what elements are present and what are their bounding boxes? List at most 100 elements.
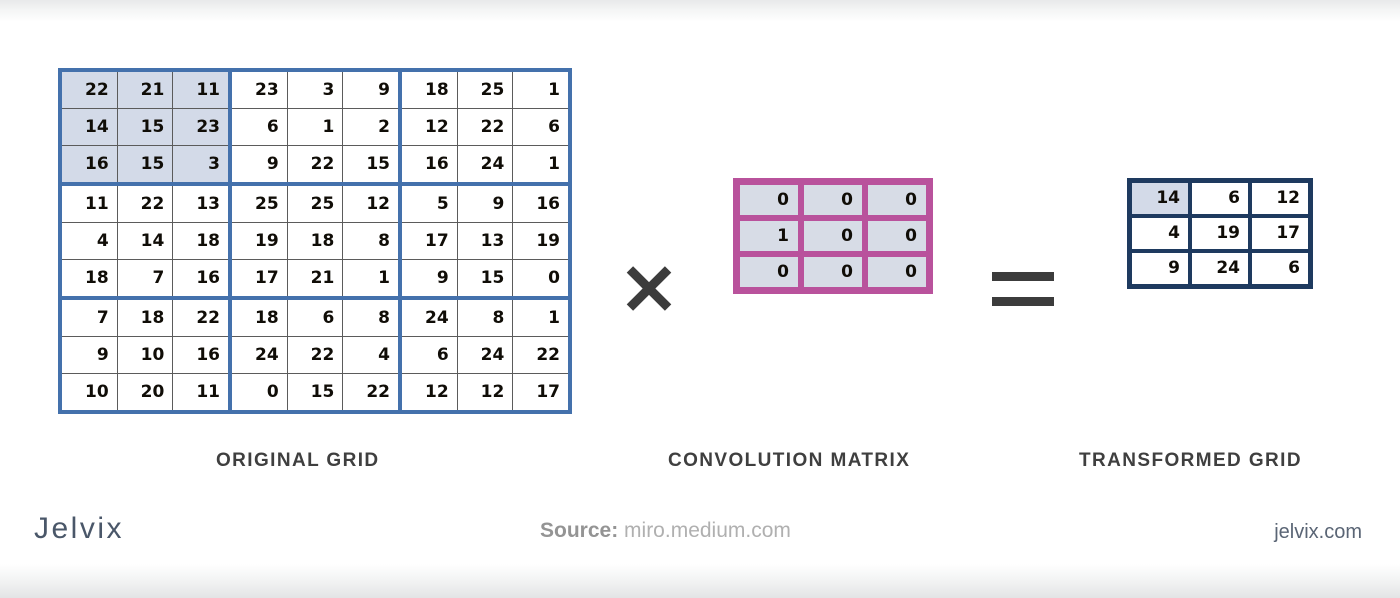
convolution-matrix-cell: 0 bbox=[868, 221, 926, 251]
original-grid-cell: 22 bbox=[117, 186, 173, 222]
convolution-matrix-cell: 0 bbox=[804, 185, 862, 215]
source-value: miro.medium.com bbox=[624, 519, 791, 542]
original-grid-cell: 16 bbox=[402, 146, 457, 182]
original-grid-cell: 14 bbox=[117, 223, 173, 259]
original-grid-cell: 22 bbox=[287, 146, 343, 182]
original-grid-cell: 1 bbox=[513, 146, 568, 182]
original-grid-cell: 18 bbox=[117, 300, 173, 336]
original-grid-cell: 19 bbox=[513, 223, 568, 259]
original-grid-cell: 16 bbox=[62, 146, 117, 182]
original-grid-cell: 15 bbox=[287, 374, 343, 410]
original-grid-cell: 22 bbox=[513, 337, 568, 373]
original-grid-cell: 15 bbox=[343, 146, 398, 182]
original-grid-cell: 9 bbox=[62, 337, 117, 373]
original-grid-cell: 21 bbox=[287, 260, 343, 296]
original-grid-cell: 18 bbox=[232, 300, 287, 336]
caption-convolution-matrix: CONVOLUTION MATRIX bbox=[668, 450, 911, 471]
original-grid-cell: 25 bbox=[457, 72, 513, 108]
transformed-grid-cell: 24 bbox=[1192, 253, 1248, 284]
bottom-edge-gradient bbox=[0, 564, 1400, 598]
transformed-grid-cell: 12 bbox=[1252, 183, 1308, 214]
original-grid-cell: 15 bbox=[457, 260, 513, 296]
original-grid-cell: 7 bbox=[117, 260, 173, 296]
original-grid-cell: 8 bbox=[457, 300, 513, 336]
original-grid-cell: 18 bbox=[62, 260, 117, 296]
site-url: jelvix.com bbox=[1274, 521, 1362, 543]
original-grid-cell: 12 bbox=[457, 374, 513, 410]
original-grid-cell: 9 bbox=[402, 260, 457, 296]
original-grid-cell: 22 bbox=[173, 300, 228, 336]
original-grid-cell: 24 bbox=[232, 337, 287, 373]
original-grid-cell: 18 bbox=[287, 223, 343, 259]
original-grid-cell: 11 bbox=[173, 374, 228, 410]
original-grid-cell: 9 bbox=[457, 186, 513, 222]
jelvix-logo: Jelvix bbox=[34, 512, 125, 545]
transformed-grid-cell: 17 bbox=[1252, 218, 1308, 249]
convolution-matrix-cell: 0 bbox=[740, 257, 798, 287]
original-grid-cell: 24 bbox=[402, 300, 457, 336]
original-grid-cell: 19 bbox=[232, 223, 287, 259]
original-grid-cell: 11 bbox=[173, 72, 228, 108]
original-grid-cell: 1 bbox=[287, 109, 343, 145]
caption-original-grid: ORIGINAL GRID bbox=[216, 450, 380, 471]
original-grid-cell: 17 bbox=[513, 374, 568, 410]
original-grid-cell: 6 bbox=[513, 109, 568, 145]
original-grid-cell: 22 bbox=[62, 72, 117, 108]
convolution-matrix-cell: 0 bbox=[868, 185, 926, 215]
original-grid-cell: 23 bbox=[232, 72, 287, 108]
original-grid-cell: 0 bbox=[232, 374, 287, 410]
original-grid-cell: 17 bbox=[402, 223, 457, 259]
original-grid-cell: 25 bbox=[287, 186, 343, 222]
original-grid-cell: 5 bbox=[402, 186, 457, 222]
original-grid-cell: 25 bbox=[232, 186, 287, 222]
original-grid-cell: 23 bbox=[173, 109, 228, 145]
original-grid-cell: 12 bbox=[402, 374, 457, 410]
original-grid-cell: 22 bbox=[457, 109, 513, 145]
original-grid-cell: 3 bbox=[287, 72, 343, 108]
original-grid-cell: 12 bbox=[343, 186, 398, 222]
original-grid-cell: 1 bbox=[513, 72, 568, 108]
original-grid-cell: 24 bbox=[457, 337, 513, 373]
transformed-grid-cell: 19 bbox=[1192, 218, 1248, 249]
equals-icon bbox=[992, 272, 1054, 306]
original-grid-cell: 22 bbox=[287, 337, 343, 373]
convolution-matrix-cell: 0 bbox=[868, 257, 926, 287]
footer: Jelvix Source: miro.medium.com jelvix.co… bbox=[0, 512, 1400, 562]
original-grid-cell: 2 bbox=[343, 109, 398, 145]
original-grid-cell: 17 bbox=[232, 260, 287, 296]
transformed-grid-cell: 9 bbox=[1132, 253, 1188, 284]
top-edge-gradient bbox=[0, 0, 1400, 22]
original-grid-cell: 9 bbox=[232, 146, 287, 182]
convolution-matrix-cell: 0 bbox=[804, 221, 862, 251]
original-grid-cell: 11 bbox=[62, 186, 117, 222]
original-grid-cell: 1 bbox=[343, 260, 398, 296]
transformed-grid-cell: 6 bbox=[1192, 183, 1248, 214]
original-grid-cell: 4 bbox=[62, 223, 117, 259]
original-grid-cell: 9 bbox=[343, 72, 398, 108]
transformed-grid-cell: 6 bbox=[1252, 253, 1308, 284]
original-grid-cell: 10 bbox=[62, 374, 117, 410]
convolution-matrix-cell: 0 bbox=[740, 185, 798, 215]
original-grid-cell: 18 bbox=[173, 223, 228, 259]
source-attribution: Source: miro.medium.com bbox=[540, 519, 791, 543]
original-grid-cell: 0 bbox=[513, 260, 568, 296]
caption-transformed-grid: TRANSFORMED GRID bbox=[1079, 450, 1302, 471]
multiply-icon bbox=[618, 256, 680, 318]
original-grid-cell: 8 bbox=[343, 223, 398, 259]
original-grid-cell: 7 bbox=[62, 300, 117, 336]
original-grid-cell: 16 bbox=[513, 186, 568, 222]
original-grid-cell: 12 bbox=[402, 109, 457, 145]
original-grid-cell: 22 bbox=[343, 374, 398, 410]
